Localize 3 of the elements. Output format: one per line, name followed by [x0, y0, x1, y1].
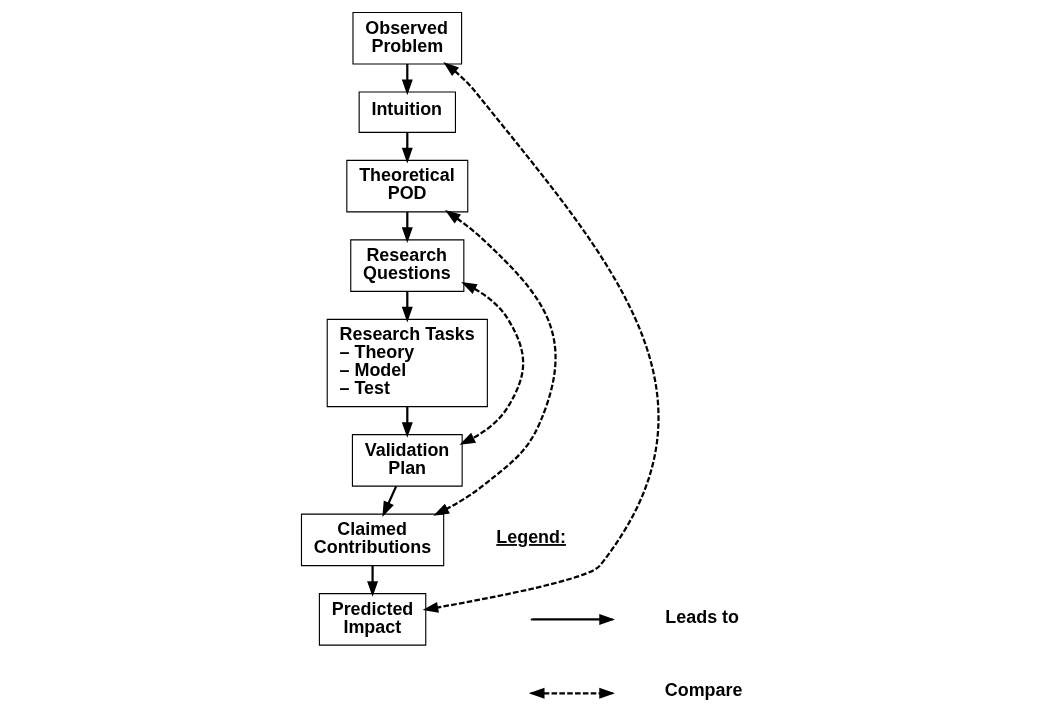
legend-label: Compare — [664, 680, 743, 701]
label: Legend: — [496, 527, 566, 548]
legend-label: Leads to — [665, 606, 740, 627]
